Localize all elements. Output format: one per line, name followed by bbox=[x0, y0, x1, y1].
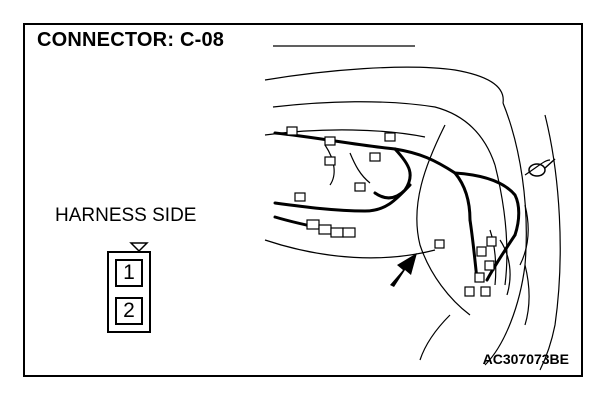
wire-harness bbox=[273, 131, 521, 282]
connector-key-mark bbox=[129, 242, 149, 253]
figure-code: AC307073BE bbox=[482, 351, 569, 367]
pin-1: 1 bbox=[115, 259, 143, 287]
grommet bbox=[528, 158, 556, 177]
harness-side-label: HARNESS SIDE bbox=[55, 205, 197, 226]
harness-connectors bbox=[286, 126, 497, 297]
secondary-wires bbox=[324, 144, 551, 296]
vehicle-harness-illustration bbox=[264, 45, 561, 371]
dashboard-outline bbox=[264, 66, 561, 371]
pin-2: 2 bbox=[115, 297, 143, 325]
diagram-frame: CONNECTOR: C-08 bbox=[23, 23, 583, 377]
location-arrow bbox=[390, 253, 417, 287]
connector-title: CONNECTOR: C-08 bbox=[37, 29, 231, 52]
